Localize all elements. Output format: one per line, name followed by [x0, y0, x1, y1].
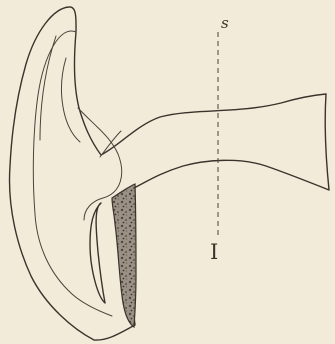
outer-ear-outline	[10, 7, 329, 340]
tragus-outline	[90, 203, 105, 303]
label-s: s	[221, 14, 229, 32]
shaded-cartilage-region	[112, 184, 136, 327]
label-i: I	[210, 240, 218, 264]
helix-inner-line	[40, 36, 56, 140]
